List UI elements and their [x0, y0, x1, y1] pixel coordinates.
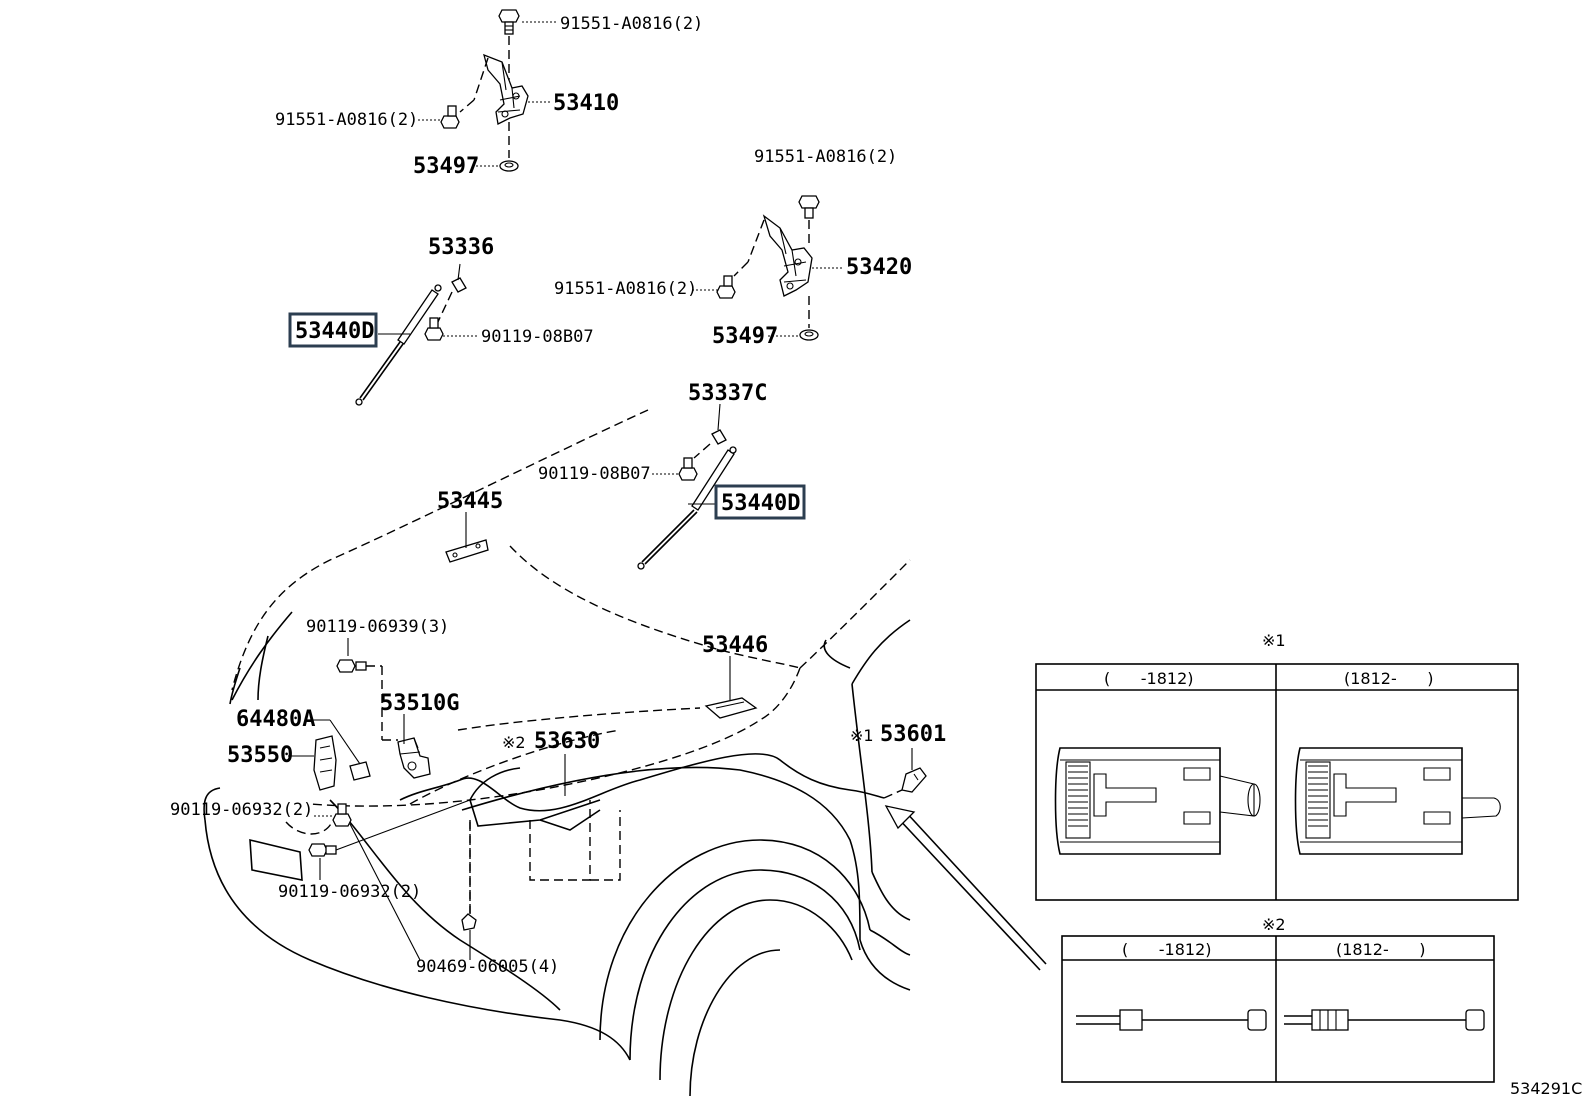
- label-bolt-top: 91551-A0816(2): [560, 14, 703, 34]
- inset2-mark: ※2: [1262, 915, 1286, 934]
- label-cushion-left: 53497: [413, 154, 479, 179]
- label-cushion-right: 53497: [712, 324, 778, 349]
- bolt-06932-b-icon: [308, 843, 337, 857]
- label-hinge-left: 53410: [553, 91, 619, 116]
- label-note1-ref: ※1: [850, 726, 874, 745]
- car-front-body-outline: [203, 409, 911, 1097]
- label-bracket-53337c: 53337C: [688, 381, 767, 406]
- inset2-col-left: ( -1812): [1122, 940, 1212, 959]
- release-lever-53601-icon: [901, 767, 927, 793]
- pointer-arrow-icon: [884, 805, 1047, 971]
- label-note2-ref: ※2: [502, 733, 526, 752]
- part-53550-icon: [313, 735, 337, 791]
- label-bolt-hinge-left: 91551-A0816(2): [275, 110, 418, 130]
- inset1-lever-new-icon: [1294, 747, 1501, 855]
- part-53445-icon: [445, 539, 489, 563]
- bolt-hinge-right-side-icon: [716, 275, 736, 299]
- label-stay-right[interactable]: 53440D: [721, 491, 800, 516]
- bracket-53337c-icon: [711, 429, 727, 445]
- clip-06005-icon: [461, 913, 477, 931]
- label-part-53446: 53446: [702, 633, 768, 658]
- bolt-hinge-right-top-icon: [798, 195, 820, 219]
- label-stay-left[interactable]: 53440D: [295, 319, 374, 344]
- inset1-col-left: ( -1812): [1104, 669, 1194, 688]
- inset1-col-right: (1812- ): [1344, 669, 1434, 688]
- inset1-lever-old-icon: [1054, 747, 1261, 855]
- bolt-stay-right-icon: [678, 457, 698, 481]
- bracket-53336-icon: [451, 277, 467, 293]
- cushion-left-icon: [499, 160, 519, 172]
- diagram-code: 534291C: [1510, 1079, 1582, 1098]
- hinge-left-assembly: [418, 9, 558, 172]
- label-lever-53601: 53601: [880, 722, 946, 747]
- label-bolt-hinge-right-top: 91551-A0816(2): [754, 147, 897, 167]
- highlight-stay-right: [714, 484, 806, 520]
- label-part-53445: 53445: [437, 489, 503, 514]
- inset2-cable-new-icon: [1284, 1009, 1485, 1031]
- bolt-06932-a-icon: [332, 803, 352, 827]
- hinge-right-assembly: [692, 195, 842, 341]
- latch-assembly: [285, 638, 477, 961]
- label-cable-53630: 53630: [534, 729, 600, 754]
- cushion-right-icon: [799, 329, 819, 341]
- label-bolt-06932-b: 90119-06932(2): [278, 882, 421, 902]
- inset2-cable-old-icon: [1076, 1009, 1267, 1031]
- bolt-hinge-left-icon: [440, 105, 460, 129]
- hinge-left-53410-icon: [483, 53, 529, 125]
- label-latch-53510g: 53510G: [380, 691, 459, 716]
- inset1-mark: ※1: [1262, 631, 1286, 650]
- bolt-stay-left-icon: [424, 317, 444, 341]
- bolt-06939-icon: [336, 659, 367, 673]
- hood-release-cable-53630-icon: [399, 753, 885, 812]
- hinge-right-53420-icon: [762, 214, 813, 297]
- label-bolt-hinge-right-side: 91551-A0816(2): [554, 279, 697, 299]
- label-hinge-right: 53420: [846, 255, 912, 280]
- inset2-col-right: (1812- ): [1336, 940, 1426, 959]
- hood-stay-right-strut-icon: [637, 446, 737, 570]
- part-53446-icon: [704, 697, 758, 719]
- hood-stay-left-strut-icon: [355, 284, 442, 406]
- label-bolt-06932-a: 90119-06932(2): [170, 800, 313, 820]
- label-bracket-53336: 53336: [428, 235, 494, 260]
- hood-stay-left-assembly: [288, 263, 478, 406]
- label-part-64480a: 64480A: [236, 707, 315, 732]
- hood-stay-right-assembly: [637, 403, 806, 570]
- highlight-stay-left: [288, 312, 378, 348]
- label-part-53550: 53550: [227, 743, 293, 768]
- cable-64480a-icon: [349, 761, 371, 781]
- inset-1: ※1 ( -1812) (1812- ): [1035, 631, 1519, 901]
- inset-2: ※2 ( -1812) (1812- ): [1061, 915, 1495, 1083]
- latch-53510g-icon: [397, 737, 431, 779]
- label-clip-06005: 90469-06005(4): [416, 957, 559, 977]
- bolt-top-icon: [498, 9, 520, 35]
- label-bolt-06939: 90119-06939(3): [306, 617, 449, 637]
- label-bolt-stay-left: 90119-08B07: [481, 327, 594, 347]
- label-bolt-stay-right: 90119-08B07: [538, 464, 651, 484]
